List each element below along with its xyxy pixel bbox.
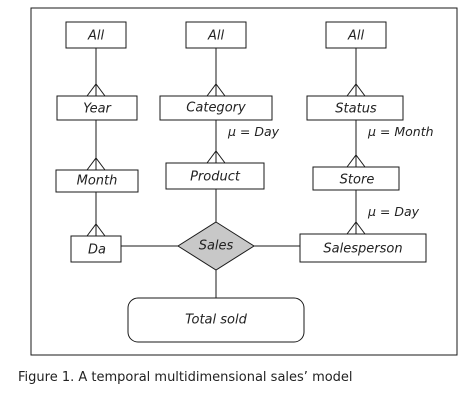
node-status — [306, 95, 404, 121]
figure-caption: Figure 1. A temporal multidimensional sa… — [18, 370, 353, 385]
crows-foot-markers — [86, 83, 366, 237]
foot-month-day — [86, 223, 106, 237]
node-store — [312, 166, 400, 191]
foot-year-month — [86, 157, 106, 171]
diagram-frame — [30, 7, 458, 356]
label-store: Store — [340, 173, 375, 188]
foot-all-year — [86, 83, 106, 97]
foot-status-store — [346, 154, 366, 168]
connectors — [95, 48, 357, 298]
node-all-status — [325, 21, 387, 49]
label-month: Month — [77, 174, 118, 189]
foot-category-product — [206, 150, 226, 164]
label-day: Da — [88, 243, 106, 258]
label-product: Product — [190, 170, 241, 185]
label-sales: Sales — [199, 239, 234, 254]
annotation-store-status: μ = Month — [367, 124, 434, 139]
foot-all-status — [346, 83, 366, 97]
foot-store-salesperson — [346, 221, 366, 235]
node-category — [159, 95, 273, 121]
node-sales-fact — [177, 221, 255, 271]
node-all-year — [65, 21, 127, 49]
label-salesperson: Salesperson — [323, 242, 402, 257]
label-all-status: All — [347, 29, 365, 44]
annotation-salesperson-store: μ = Day — [367, 204, 420, 219]
label-total-sold: Total sold — [185, 313, 247, 328]
label-year: Year — [83, 102, 112, 117]
label-all-year: All — [87, 29, 105, 44]
label-status: Status — [335, 102, 377, 117]
node-product — [165, 162, 265, 190]
node-year — [56, 95, 138, 121]
node-total-sold — [127, 297, 305, 343]
node-day — [70, 235, 122, 263]
foot-all-category — [206, 83, 226, 97]
annotation-product-category: μ = Day — [227, 124, 280, 139]
node-all-category — [185, 21, 247, 49]
node-month — [55, 169, 139, 193]
label-category: Category — [186, 101, 246, 116]
node-salesperson — [299, 233, 427, 263]
label-all-category: All — [207, 29, 225, 44]
